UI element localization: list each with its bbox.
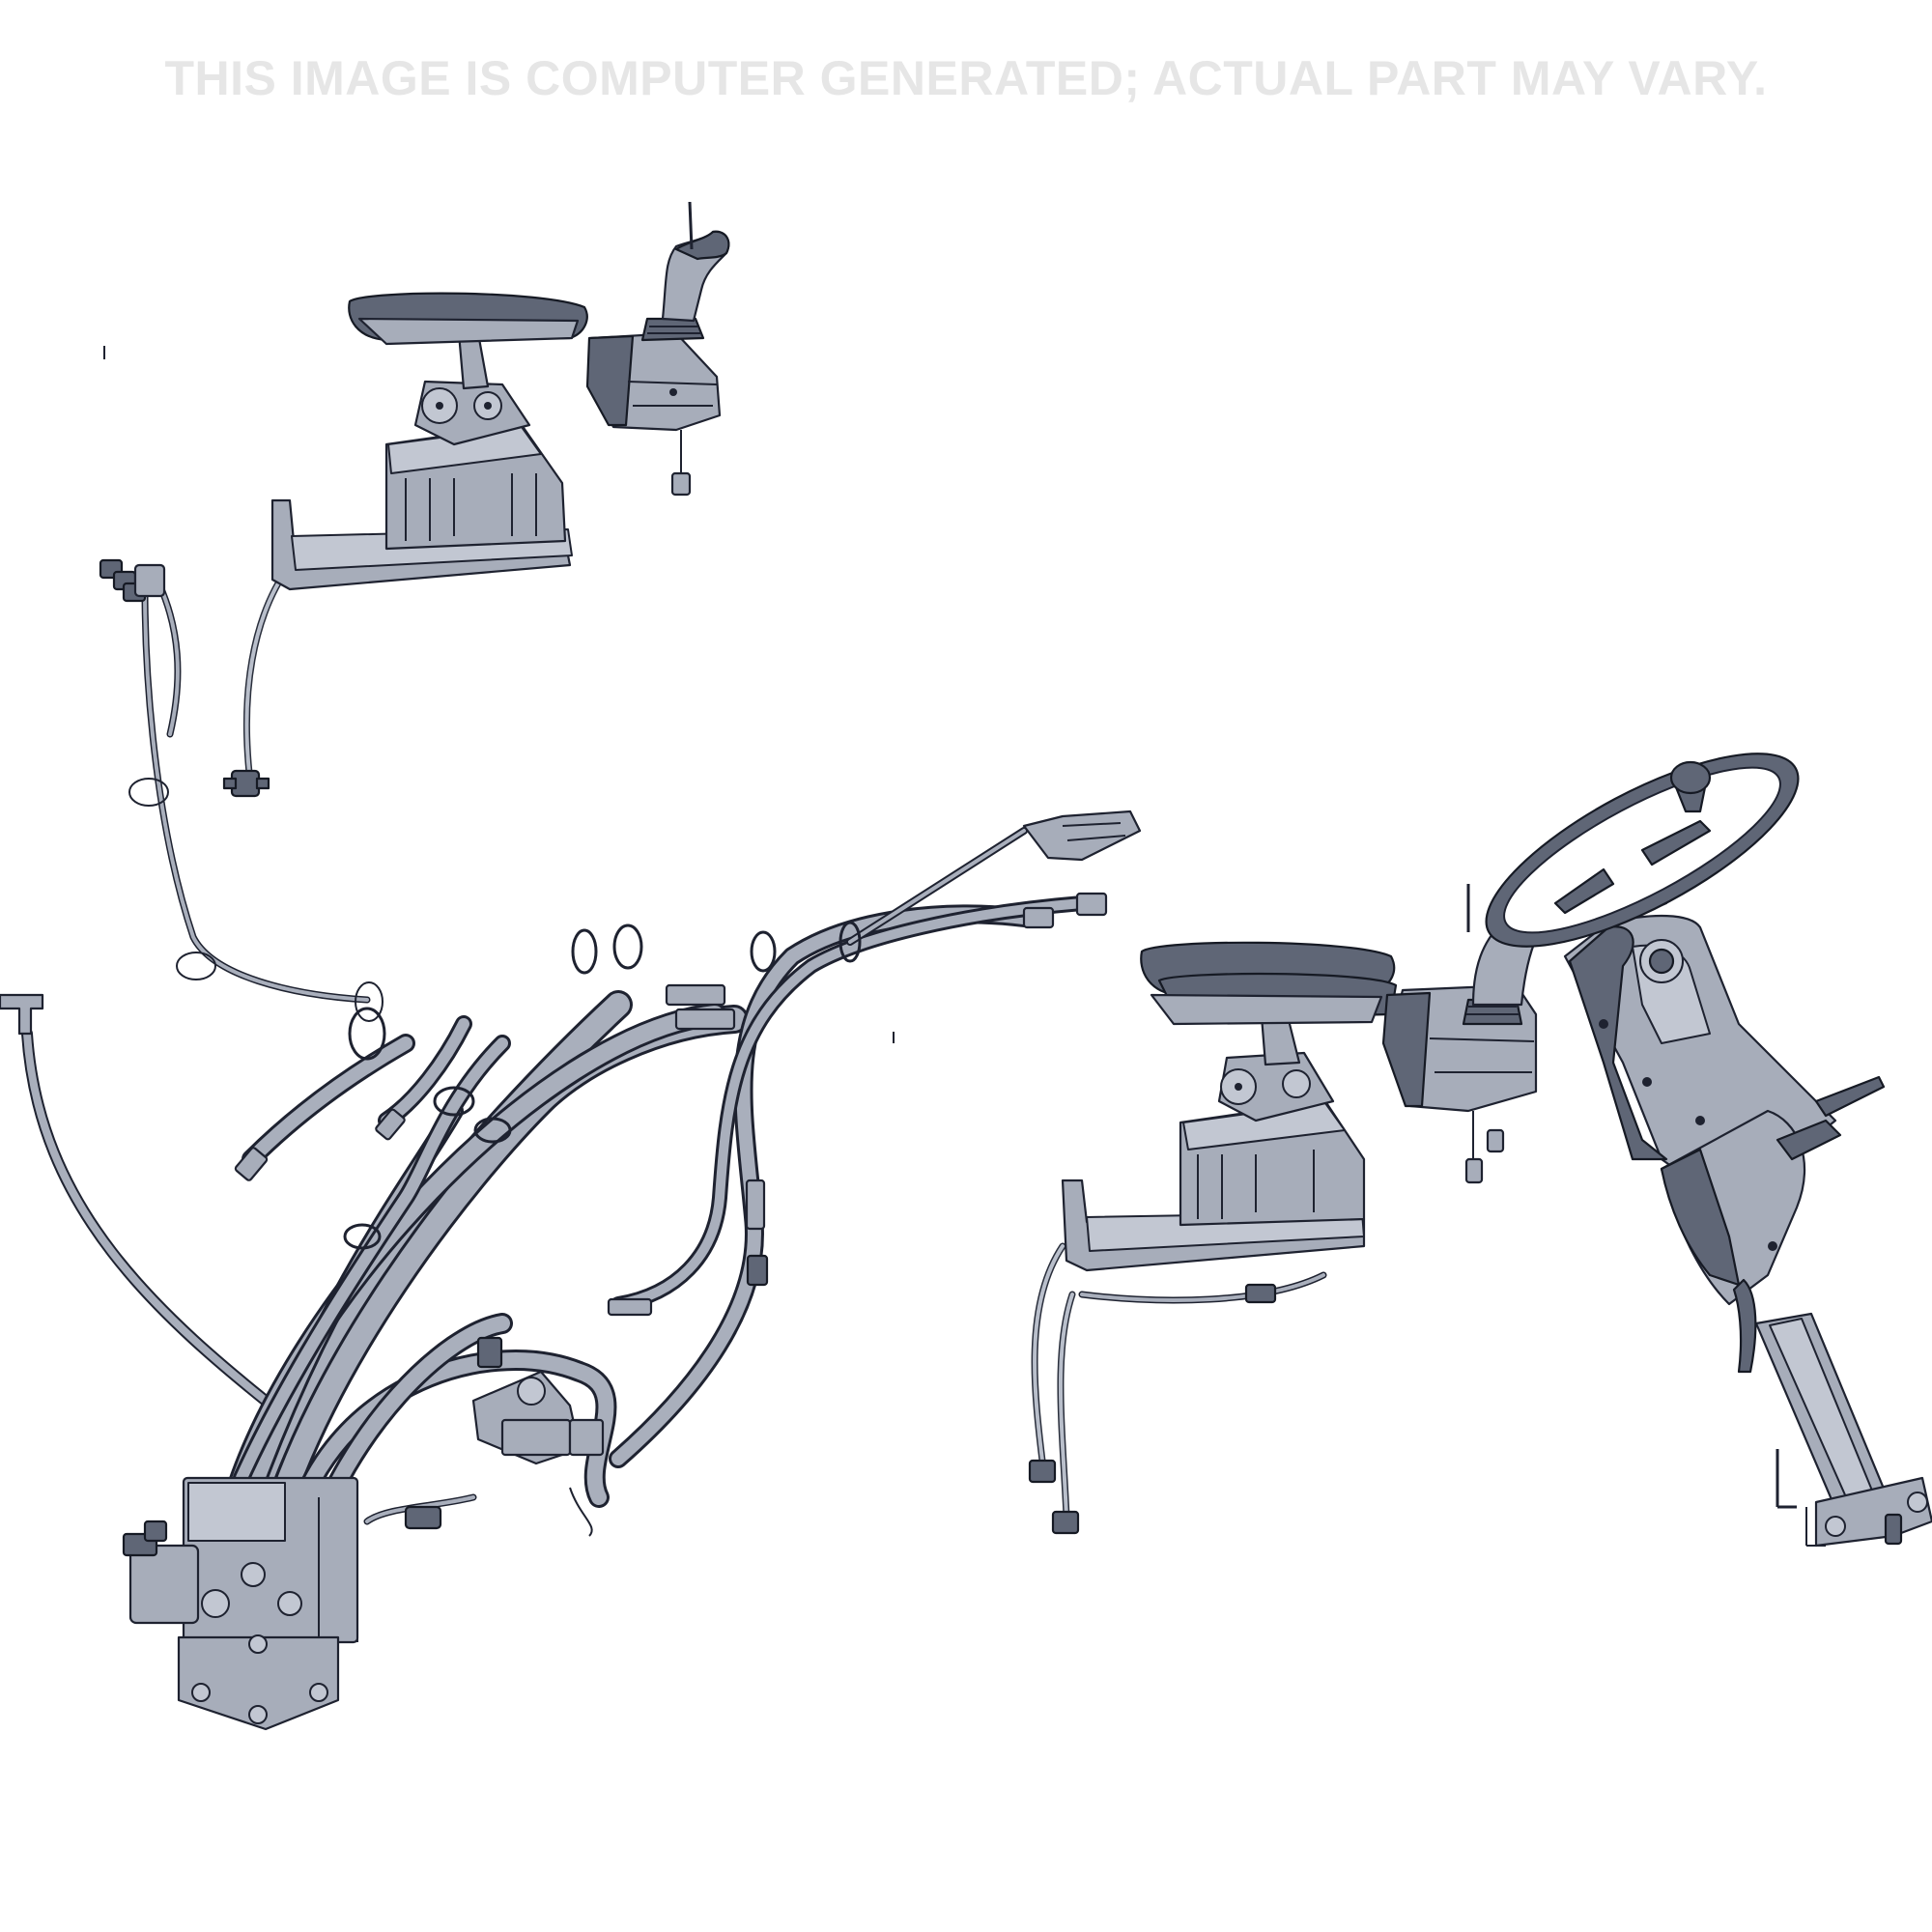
pigtail-connector-cluster	[99, 558, 166, 603]
left-armrest-console	[222, 201, 730, 798]
steering-wheel	[1485, 753, 1800, 948]
control-valve-assembly	[122, 1476, 359, 1644]
hydraulic-hose-bundle	[122, 810, 1142, 1731]
steering-spinner-knob	[1669, 760, 1712, 813]
middle-valve-cluster	[471, 1336, 605, 1537]
connector-pigtail-harness	[99, 346, 384, 1022]
steering-column-base-bracket	[1776, 1449, 1932, 1548]
valve-mounting-plate	[177, 1634, 340, 1731]
left-console-connector	[222, 769, 270, 798]
hose-end-bracket	[1022, 810, 1142, 862]
valve-pigtail-connector	[363, 1493, 477, 1530]
left-t-fitting-hose	[0, 993, 296, 1426]
steering-column-assembly	[1485, 753, 1932, 1548]
hose-clamps	[343, 921, 862, 1250]
disclaimer-watermark: THIS IMAGE IS COMPUTER GENERATED; ACTUAL…	[164, 51, 1768, 105]
hose-fittings	[234, 892, 1108, 1317]
right-armrest-console	[1028, 884, 1548, 1535]
